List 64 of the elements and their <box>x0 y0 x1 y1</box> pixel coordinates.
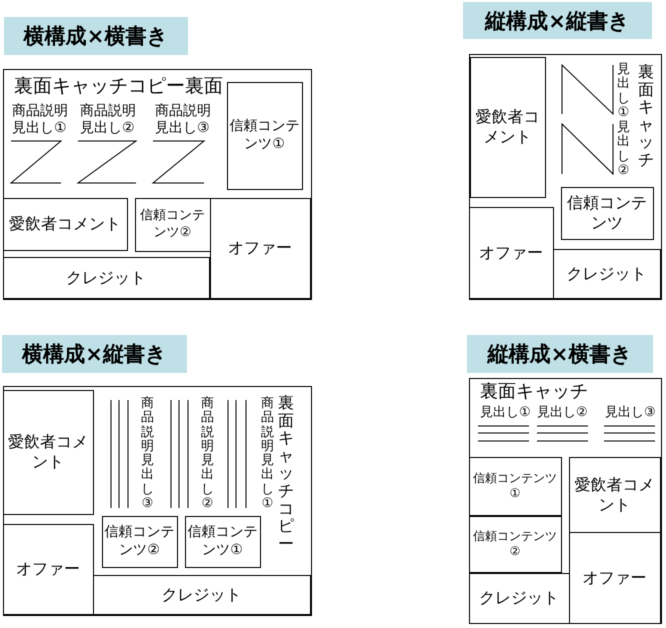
title-text: 横構成×縦書き <box>22 341 167 368</box>
layout-box <box>568 456 660 532</box>
layout-box <box>560 186 654 240</box>
layout-frame <box>3 69 312 300</box>
layout-box <box>468 456 562 516</box>
box-label: クレジット <box>66 268 146 288</box>
box-label: 信頼コンテンツ <box>566 193 648 233</box>
layout-box <box>102 516 178 568</box>
box-label: クレジット <box>162 584 242 604</box>
layout-box <box>568 532 660 624</box>
heading-text: 見出し① <box>617 63 630 120</box>
layout-box <box>552 248 660 298</box>
layout-box <box>210 198 310 298</box>
heading-text: 商品説明見出し① <box>12 103 69 137</box>
box-label: オファー <box>582 568 646 588</box>
layout-box <box>2 524 94 614</box>
box-label: 愛飲者コメント <box>9 214 121 234</box>
layout-frame <box>3 386 312 616</box>
box-label: 愛飲者コメント <box>474 107 540 147</box>
box-label: クレジット <box>479 588 559 608</box>
heading-text: 商品説明見出し③ <box>141 397 154 512</box>
box-label: 愛飲者コメント <box>7 432 89 472</box>
heading-text: 商品説明見出し② <box>201 397 214 512</box>
title-banner <box>467 335 653 373</box>
title-text: 縦構成×縦書き <box>485 8 630 34</box>
box-label: オファー <box>228 238 292 258</box>
box-label: 信頼コンテンツ② <box>139 208 206 241</box>
box-label: オファー <box>479 242 543 262</box>
catch-copy-text: 裏面キャッチ <box>480 381 588 403</box>
layout-box <box>92 574 310 614</box>
heading-text: 商品説明見出し② <box>80 103 137 137</box>
box-label: 信頼コンテンツ② <box>472 529 558 559</box>
box-label: 愛飲者コメント <box>574 474 656 514</box>
layout-frame <box>469 378 662 624</box>
box-label: 信頼コンテンツ① <box>472 471 558 501</box>
box-label: クレジット <box>566 264 646 284</box>
layout-box <box>468 516 562 572</box>
heading-text: 見出し① <box>480 405 531 421</box>
catch-copy-text: 裏面キャッチコピー <box>278 394 294 552</box>
layout-frame <box>469 54 662 300</box>
title-text: 縦構成×横書き <box>488 341 632 368</box>
heading-text: 商品説明見出し③ <box>155 103 212 137</box>
box-label: オファー <box>16 559 80 579</box>
title-banner <box>4 17 188 55</box>
layout-box <box>226 82 302 190</box>
title-text: 横構成×横書き <box>24 23 168 50</box>
layout-box <box>2 256 210 298</box>
box-label: 信頼コンテンツ② <box>104 524 176 559</box>
catch-copy-text: 裏面キャッチコピー裏面 <box>14 75 223 98</box>
layout-box <box>2 198 128 250</box>
layout-box <box>468 206 554 298</box>
heading-text: 商品説明見出し① <box>261 397 274 512</box>
box-label: 信頼コンテンツ① <box>186 524 258 559</box>
title-banner <box>2 335 187 373</box>
layout-box <box>184 516 260 568</box>
layout-box <box>134 198 210 252</box>
heading-text: 見出し② <box>617 121 630 178</box>
heading-text: 見出し② <box>537 405 588 421</box>
layout-box <box>470 56 546 198</box>
catch-copy-text: 裏面キャッチ <box>638 63 654 169</box>
layout-box <box>2 390 94 514</box>
box-label: 信頼コンテンツ① <box>228 118 300 153</box>
title-banner <box>463 2 652 39</box>
heading-text: 見出し③ <box>605 405 656 421</box>
